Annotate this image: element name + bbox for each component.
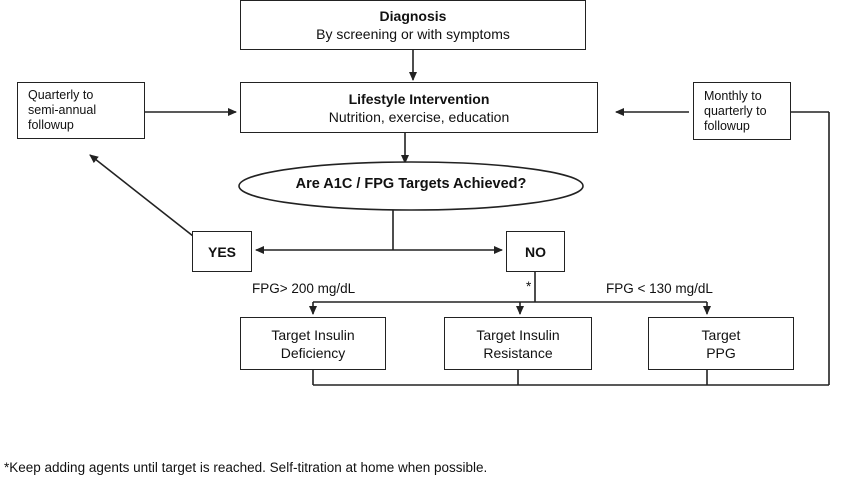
arrow-yes-to-left-followup [89,154,194,237]
condition-asterisk: * [526,279,532,294]
target-ppg-line2: PPG [706,344,736,361]
target-deficiency-line1: Target Insulin [271,326,355,343]
left-followup-line1: Quarterly to [28,88,94,102]
lifestyle-title: Lifestyle Intervention [348,90,490,107]
decision-text: Are A1C / FPG Targets Achieved? [295,176,527,192]
no-label: NO [525,243,546,260]
target-deficiency-box: Target Insulin Deficiency [240,317,386,370]
diagnosis-box: Diagnosis By screening or with symptoms [240,0,586,50]
yes-box: YES [192,231,252,272]
target-deficiency-line2: Deficiency [280,344,346,361]
target-resistance-line2: Resistance [483,344,553,361]
target-resistance-box: Target Insulin Resistance [444,317,592,370]
diagnosis-subtitle: By screening or with symptoms [316,26,510,42]
left-followup-line3: followup [28,118,74,132]
right-followup-line1: Monthly to [704,88,762,103]
yes-label: YES [207,243,236,260]
diagnosis-title: Diagnosis [379,8,447,24]
left-followup-line2: semi-annual [28,103,97,117]
condition-low-fpg: FPG < 130 mg/dL [606,281,713,296]
decision-ellipse [238,161,584,211]
right-followup-box: Monthly to quarterly to followup [693,82,791,140]
right-followup-line2: quarterly to [704,103,767,118]
no-box: NO [506,231,565,272]
footnote: *Keep adding agents until target is reac… [4,460,488,475]
lifestyle-subtitle: Nutrition, exercise, education [328,108,510,125]
right-followup-line3: followup [704,118,750,133]
condition-high-fpg: FPG> 200 mg/dL [252,281,356,296]
target-ppg-box: Target PPG [648,317,794,370]
left-followup-box: Quarterly to semi-annual followup [17,82,145,139]
target-resistance-line1: Target Insulin [476,326,560,343]
lifestyle-box: Lifestyle Intervention Nutrition, exerci… [240,82,598,133]
target-ppg-line1: Target [701,326,741,343]
